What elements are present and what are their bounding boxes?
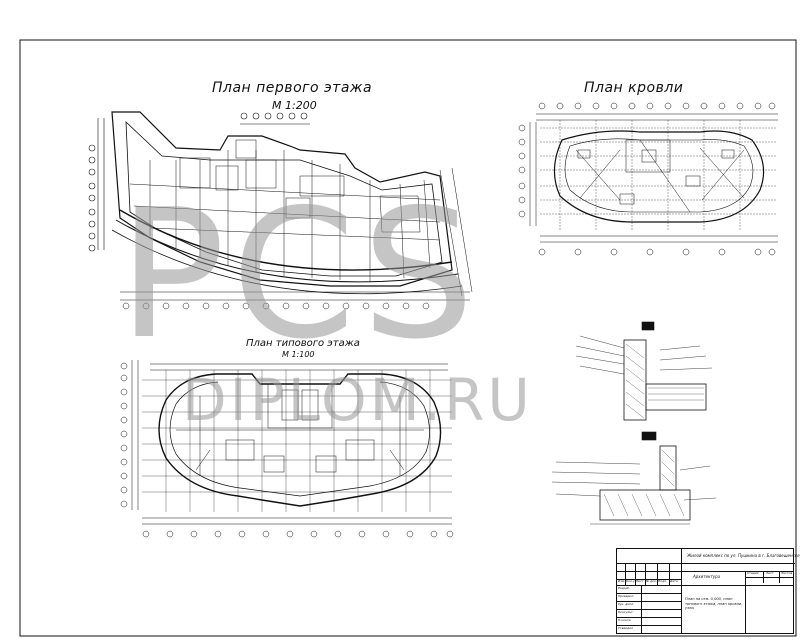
stamp-header-date: Дата [670, 579, 678, 583]
stamp-role-supervisor: Рук. дипл. [618, 602, 635, 606]
first-floor-outline [111, 111, 453, 287]
typical-bottom-axes [142, 517, 454, 538]
detail-node-lower [551, 445, 717, 525]
first-floor-left-axes [88, 118, 105, 252]
roof-plan [518, 102, 778, 256]
stamp-role-norm-control: Н.контр. [618, 618, 632, 622]
stamp-stage-header: Стадия [747, 571, 759, 575]
stamp-section: Архитектура [693, 574, 721, 579]
typical-floor-plan-title: План типового этажа [246, 338, 360, 349]
roof-plan-title: План кровли [584, 80, 684, 96]
title-block-stamp: Жилой комплекс по ул. Пушкина в г. Благо… [616, 548, 800, 634]
stamp-sheets-header: Листов [781, 571, 793, 575]
typical-floor-plan-scale: М 1:100 [282, 350, 315, 359]
roof-bottom-axes [538, 235, 778, 256]
stamp-project-name: Жилой комплекс по ул. Пушкина в г. Благо… [687, 553, 800, 558]
stamp-role-approver: Утвердил [618, 626, 634, 630]
stamp-header-doc: № док. [646, 579, 657, 583]
typical-left-axes [120, 360, 139, 510]
stamp-role-consultant: Консульт. [618, 610, 634, 614]
watermark-sub: DIPLOM.RU [182, 366, 533, 434]
stamp-role-checker: Проверил [618, 594, 634, 598]
first-floor-top-axes [240, 112, 310, 125]
stamp-header-sheet: Лист [636, 579, 644, 583]
stamp-header-change: Изм. [618, 579, 626, 583]
first-floor-plan [88, 111, 473, 310]
first-floor-plan-title: План первого этажа [212, 80, 373, 96]
roof-top-axes [536, 102, 778, 121]
first-floor-interior [129, 139, 441, 282]
first-floor-bottom-axes [120, 167, 473, 310]
typical-floor-outline [158, 373, 442, 507]
watermark-main: PCS [118, 171, 481, 378]
detail-node-upper [575, 321, 713, 441]
stamp-header-count: Кол.уч [626, 579, 637, 583]
typical-floor-plan [120, 360, 454, 538]
typical-top-axes [150, 363, 448, 371]
first-floor-plan-scale: М 1:200 [272, 99, 317, 112]
sheet-border [19, 39, 797, 637]
stamp-role-developer: Разраб. [618, 586, 630, 590]
roof-outline [553, 130, 765, 223]
stamp-drawing-name: План на отм. 0,000, план типового этажа,… [685, 597, 743, 611]
stamp-sheet-header: Лист [766, 571, 774, 575]
roof-left-axes [518, 122, 537, 226]
stamp-header-sign: Подп. [658, 579, 668, 583]
